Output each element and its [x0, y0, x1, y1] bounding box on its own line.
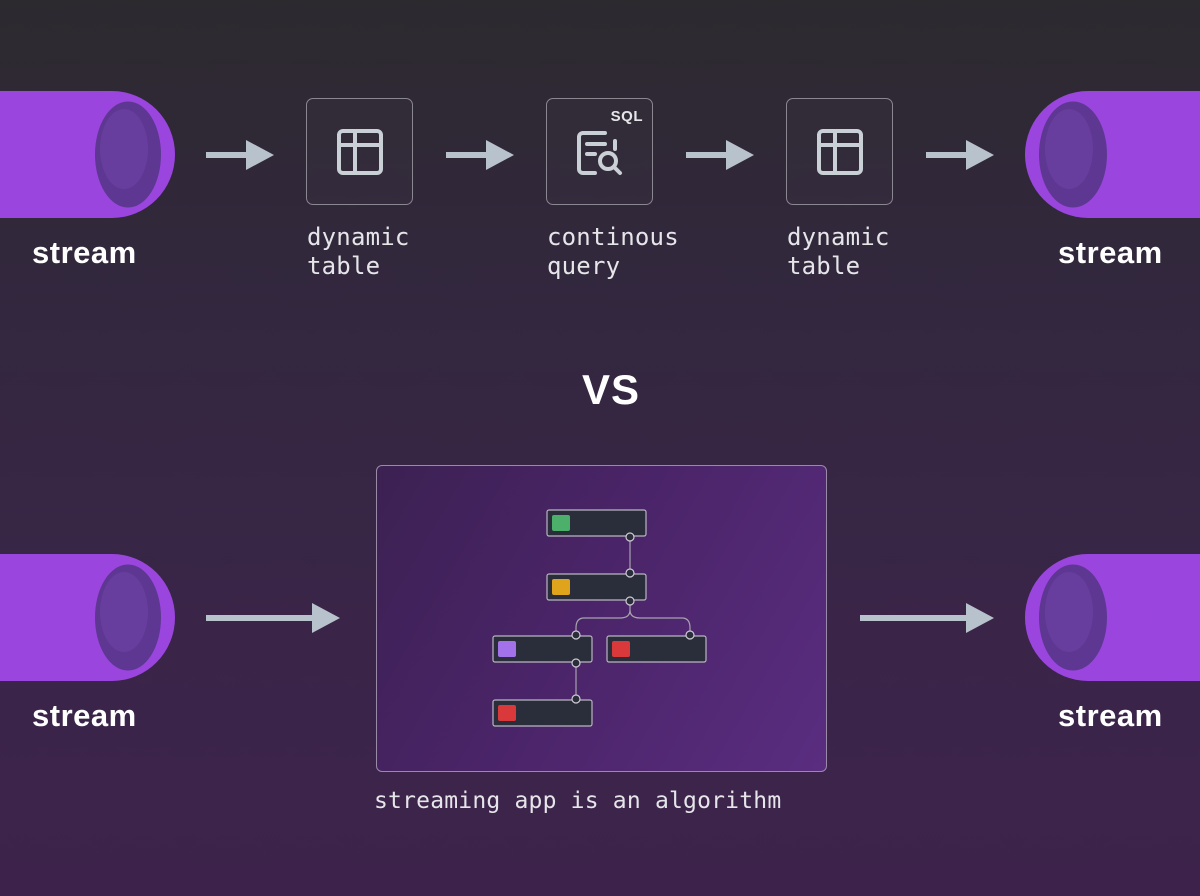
continuous-query-caption: continous query	[547, 223, 679, 281]
sink-stream-label-bottom: stream	[1058, 698, 1163, 733]
caption-line: query	[547, 252, 621, 280]
caption-line: dynamic	[787, 223, 890, 251]
caption-line: table	[307, 252, 381, 280]
arrow-out-of-app	[860, 601, 994, 635]
cylinder-icon	[0, 91, 175, 218]
sink-stream-cylinder-bottom	[1025, 554, 1200, 681]
continuous-query-node: SQL	[546, 98, 653, 205]
streaming-app-caption: streaming app is an algorithm	[374, 788, 782, 814]
cylinder-icon	[1025, 554, 1200, 681]
arrow-3	[686, 138, 754, 172]
graph-node-red-2	[492, 699, 593, 727]
arrow-1	[206, 138, 274, 172]
cylinder-icon	[1025, 91, 1200, 218]
source-stream-label-bottom: stream	[32, 698, 137, 733]
arrow-4	[926, 138, 994, 172]
caption-line: table	[787, 252, 861, 280]
table-icon	[337, 129, 383, 175]
dynamic-table-node-1	[306, 98, 413, 205]
sql-tag: SQL	[610, 108, 643, 125]
versus-label: VS	[581, 366, 641, 413]
dynamic-table-caption-1: dynamic table	[307, 223, 410, 281]
graph-node-purple	[492, 635, 593, 663]
streaming-app-panel	[376, 465, 827, 772]
graph-node-yellow	[546, 573, 647, 601]
caption-line: continous	[547, 223, 679, 251]
sql-query-icon	[577, 131, 622, 175]
caption-line: dynamic	[307, 223, 410, 251]
cylinder-icon	[0, 554, 175, 681]
graph-node-green	[546, 509, 647, 537]
dynamic-table-caption-2: dynamic table	[787, 223, 890, 281]
sink-stream-cylinder-top	[1025, 91, 1200, 218]
graph-node-red-1	[606, 635, 707, 663]
table-icon	[817, 129, 863, 175]
source-stream-cylinder-top	[0, 91, 175, 218]
source-stream-label-top: stream	[32, 235, 137, 270]
arrow-2	[446, 138, 514, 172]
arrow-into-app	[206, 601, 340, 635]
algorithm-graph	[492, 509, 707, 727]
source-stream-cylinder-bottom	[0, 554, 175, 681]
sink-stream-label-top: stream	[1058, 235, 1163, 270]
dynamic-table-node-2	[786, 98, 893, 205]
